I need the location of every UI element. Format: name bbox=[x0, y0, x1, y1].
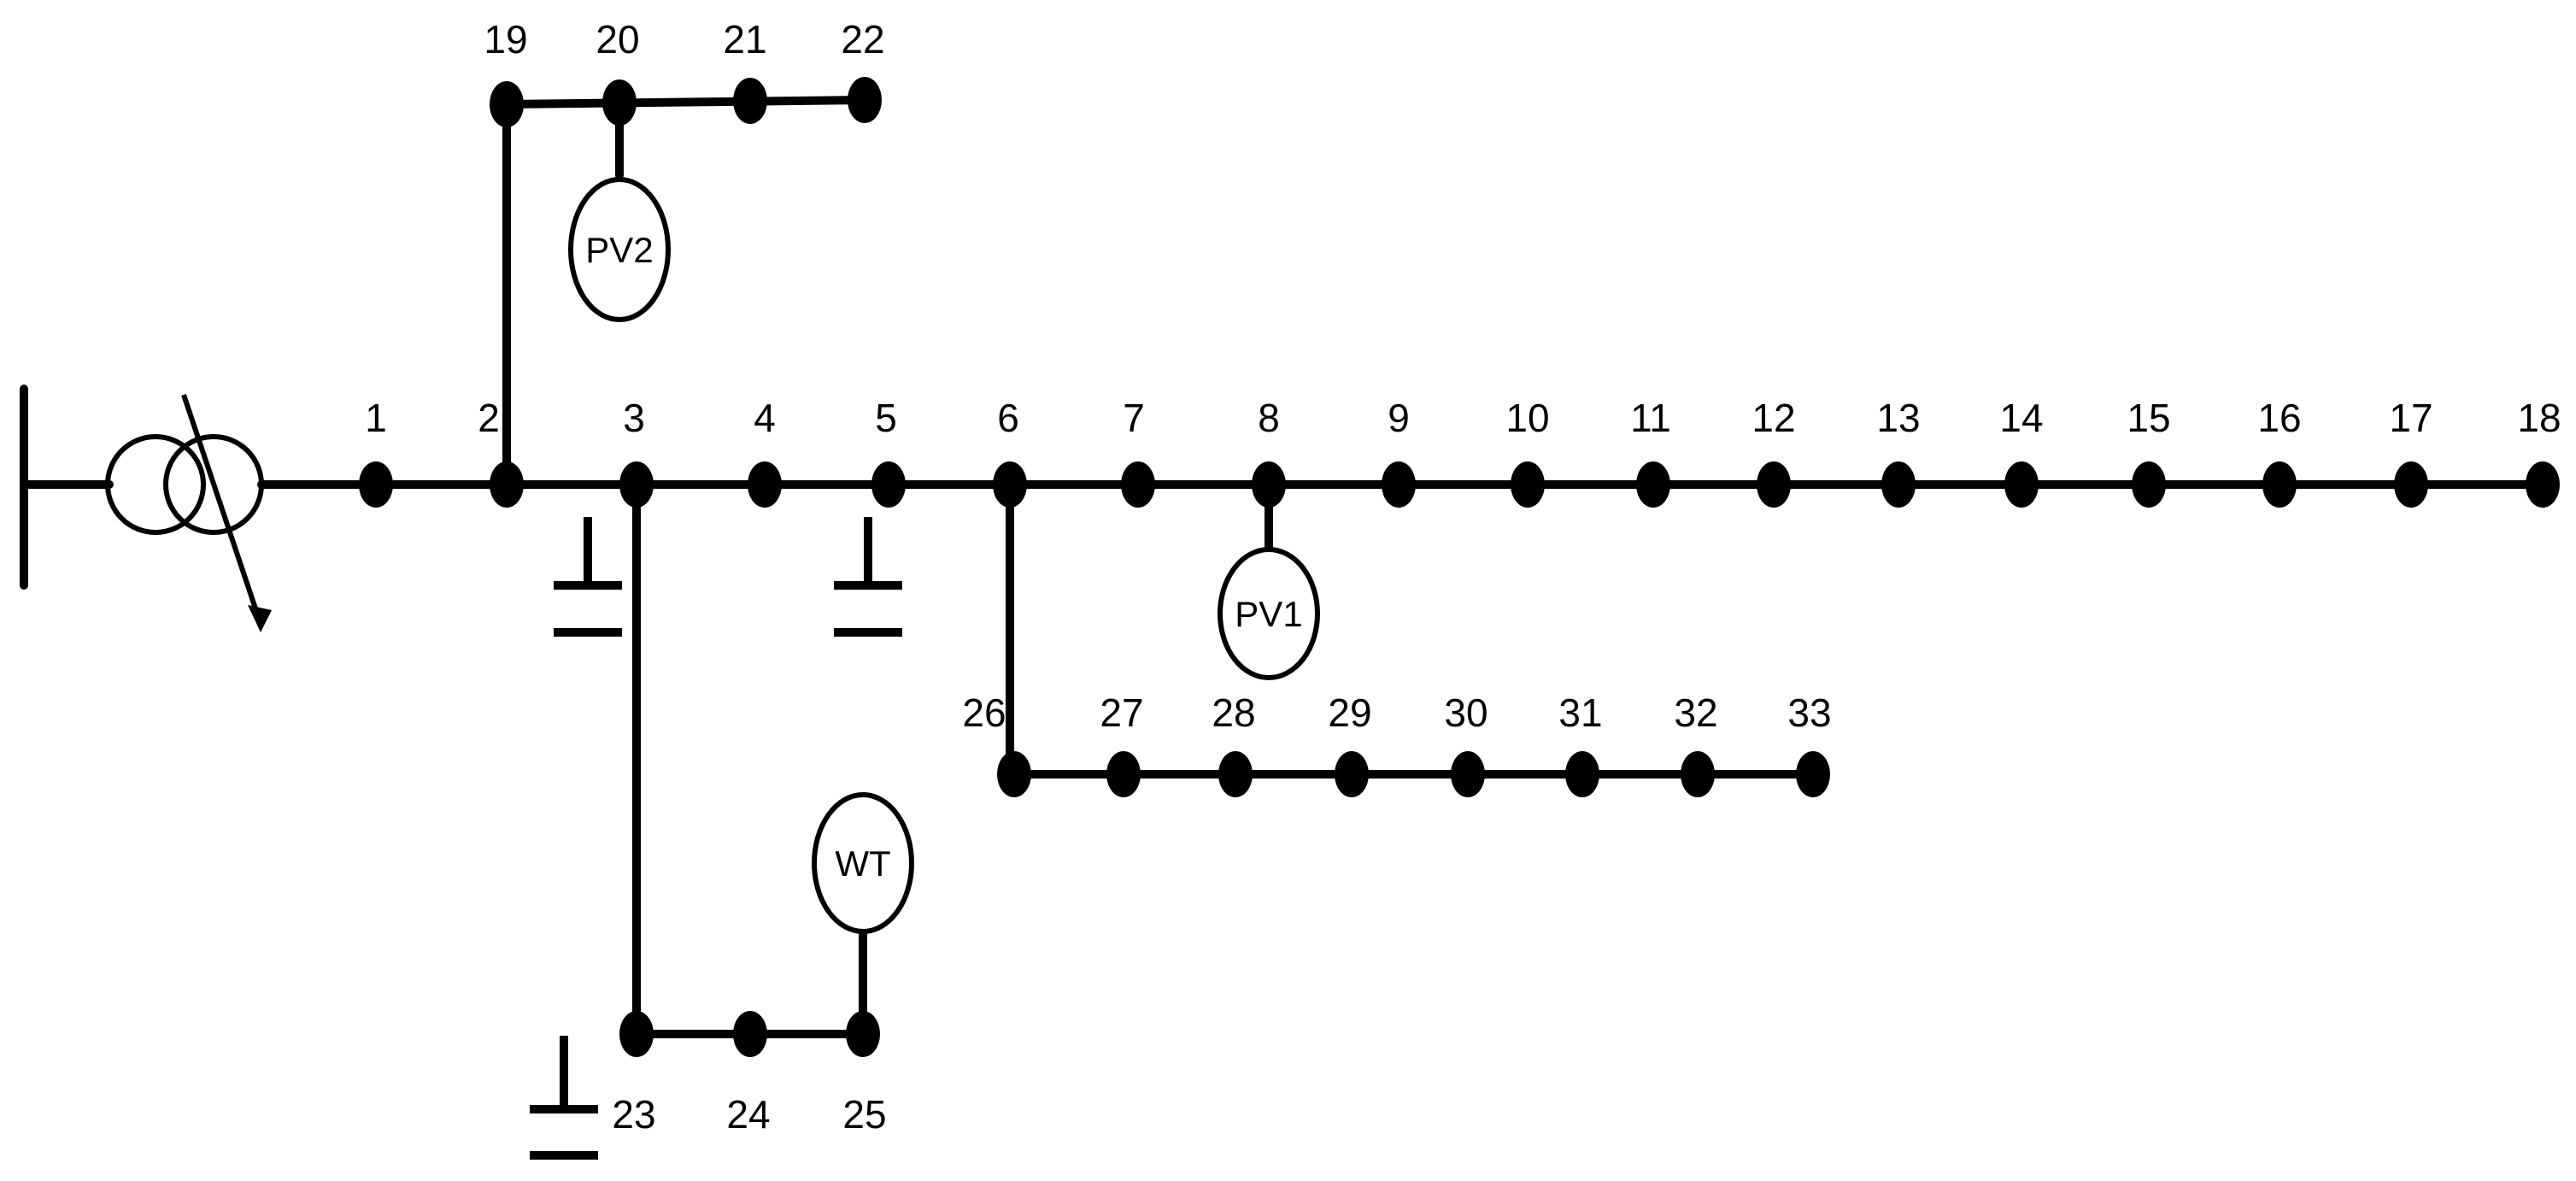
bus-label-32: 32 bbox=[1674, 690, 1717, 735]
bus-node-17 bbox=[2394, 461, 2428, 508]
bus-label-10: 10 bbox=[1505, 396, 1549, 440]
capacitor-bank-bus23 bbox=[530, 1036, 598, 1160]
bus-node-29 bbox=[1335, 751, 1369, 797]
bus-label-31: 31 bbox=[1558, 690, 1602, 735]
bus-node-33 bbox=[1796, 751, 1830, 797]
bus-node-5 bbox=[871, 461, 906, 508]
bus-label-19: 19 bbox=[484, 17, 527, 62]
bus-node-28 bbox=[1218, 751, 1253, 797]
bus-node-2 bbox=[490, 461, 524, 508]
bus-labels: 1 2 3 4 5 6 7 8 9 10 11 12 13 14 15 16 1… bbox=[365, 17, 2561, 1137]
bus-node-22 bbox=[848, 77, 882, 123]
bus-label-4: 4 bbox=[754, 396, 776, 440]
source-bus bbox=[20, 385, 114, 590]
bus-label-1: 1 bbox=[365, 396, 387, 440]
bus-label-30: 30 bbox=[1444, 690, 1488, 735]
bus-label-8: 8 bbox=[1258, 396, 1280, 440]
bus-node-7 bbox=[1121, 461, 1155, 508]
bus-node-15 bbox=[2132, 461, 2166, 508]
bus-label-28: 28 bbox=[1212, 690, 1255, 735]
lateral-23-25 bbox=[632, 480, 867, 1038]
bus-label-20: 20 bbox=[596, 17, 639, 62]
capacitor-bank-bus5 bbox=[834, 517, 902, 637]
pv1-label: PV1 bbox=[1235, 594, 1302, 634]
bus-node-4 bbox=[748, 461, 782, 508]
bus-label-7: 7 bbox=[1123, 396, 1145, 440]
bus-node-23 bbox=[619, 1011, 654, 1057]
bus-label-33: 33 bbox=[1787, 690, 1831, 735]
bus-label-6: 6 bbox=[997, 396, 1019, 440]
bus-node-8 bbox=[1252, 461, 1286, 508]
bus-node-16 bbox=[2262, 461, 2297, 508]
bus-node-26 bbox=[997, 751, 1031, 797]
bus-label-23: 23 bbox=[612, 1092, 655, 1137]
bus-node-20 bbox=[602, 79, 637, 126]
pv2-generator: PV2 bbox=[568, 177, 671, 322]
bus-node-21 bbox=[733, 78, 767, 124]
bus-node-24 bbox=[733, 1011, 767, 1057]
bus-node-1 bbox=[359, 461, 393, 508]
bus-label-29: 29 bbox=[1328, 690, 1371, 735]
bus-node-10 bbox=[1511, 461, 1545, 508]
bus-label-26: 26 bbox=[962, 690, 1006, 735]
bus-label-5: 5 bbox=[875, 396, 897, 440]
bus-label-2: 2 bbox=[478, 396, 500, 440]
bus-node-13 bbox=[1881, 461, 1916, 508]
bus-label-15: 15 bbox=[2127, 396, 2170, 440]
bus-label-9: 9 bbox=[1388, 396, 1410, 440]
bus-label-16: 16 bbox=[2257, 396, 2301, 440]
bus-node-18 bbox=[2526, 461, 2560, 508]
bus-label-18: 18 bbox=[2517, 396, 2561, 440]
bus-label-24: 24 bbox=[726, 1092, 770, 1137]
bus-label-25: 25 bbox=[842, 1092, 886, 1137]
wt-label: WT bbox=[835, 843, 890, 884]
bus-node-27 bbox=[1106, 751, 1141, 797]
lateral-26-33 bbox=[1006, 480, 1817, 779]
bus-node-3 bbox=[619, 461, 654, 508]
bus-node-6 bbox=[993, 461, 1027, 508]
bus-node-32 bbox=[1681, 751, 1715, 797]
bus-nodes bbox=[359, 77, 2560, 1057]
bus-label-17: 17 bbox=[2389, 396, 2432, 440]
bus-label-14: 14 bbox=[1999, 396, 2043, 440]
bus-node-14 bbox=[2004, 461, 2039, 508]
oltc-transformer-icon bbox=[105, 394, 303, 632]
bus-node-31 bbox=[1565, 751, 1599, 797]
bus-node-25 bbox=[846, 1011, 880, 1057]
bus-label-12: 12 bbox=[1752, 396, 1795, 440]
bus-node-19 bbox=[490, 81, 524, 127]
capacitor-bank-bus3 bbox=[554, 517, 622, 637]
bus-label-21: 21 bbox=[723, 17, 766, 62]
bus-label-22: 22 bbox=[841, 17, 884, 62]
bus-node-11 bbox=[1636, 461, 1670, 508]
bus-label-27: 27 bbox=[1100, 690, 1143, 735]
pv1-generator: PV1 bbox=[1218, 547, 1320, 680]
bus-label-11: 11 bbox=[1630, 396, 1671, 440]
bus-label-13: 13 bbox=[1876, 396, 1920, 440]
lateral-19-22 bbox=[502, 96, 869, 489]
wt-generator: WT bbox=[812, 792, 914, 934]
bus-node-12 bbox=[1757, 461, 1791, 508]
bus-label-3: 3 bbox=[623, 396, 645, 440]
bus-node-30 bbox=[1451, 751, 1485, 797]
pv2-label: PV2 bbox=[585, 230, 653, 270]
bus-node-9 bbox=[1382, 461, 1416, 508]
